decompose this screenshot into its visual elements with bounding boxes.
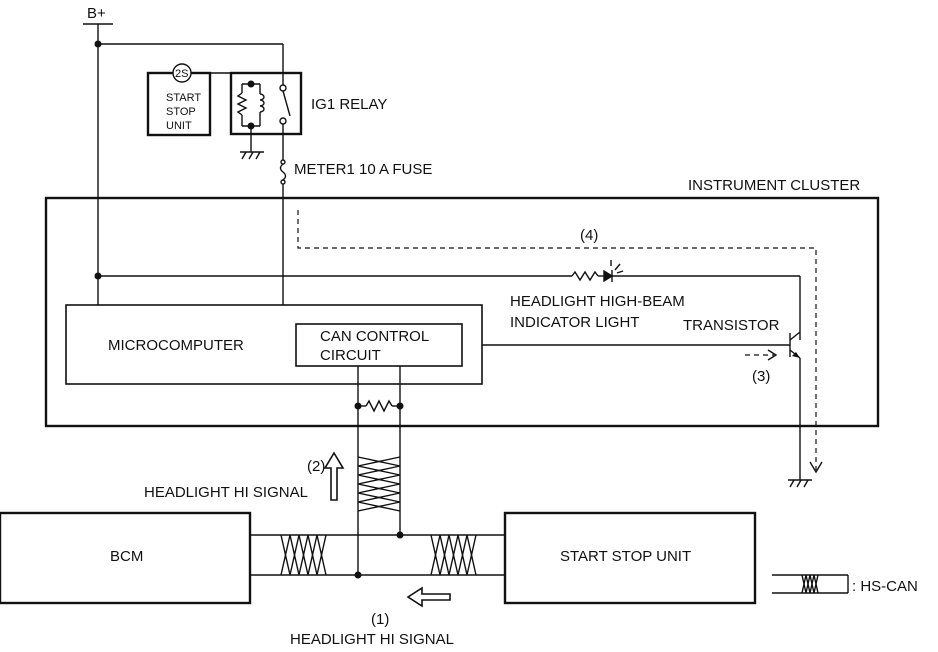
- start-stop-unit-line-1: START: [166, 92, 201, 104]
- signal-arrow-left: (1) HEADLIGHT HI SIGNAL: [290, 586, 454, 648]
- connector-2s-label: 2S: [175, 68, 188, 80]
- step-3-label: (3): [752, 368, 770, 385]
- bcm-module: BCM: [0, 511, 252, 605]
- start-stop-unit-module: START STOP UNIT: [503, 511, 757, 605]
- step-1-label: (1): [371, 611, 389, 628]
- transistor-ground-symbol: [788, 479, 812, 488]
- ig1-relay-label: IG1 RELAY: [311, 96, 387, 113]
- start-stop-unit-line-3: UNIT: [166, 120, 192, 132]
- indicator-light-line-1: HEADLIGHT HIGH-BEAM: [510, 293, 685, 310]
- can-control-line-2: CIRCUIT: [320, 347, 381, 364]
- hs-can-legend-label: : HS-CAN: [852, 578, 918, 595]
- hs-can-legend: : HS-CAN: [772, 574, 918, 595]
- indicator-light-line-2: INDICATOR LIGHT: [510, 314, 639, 331]
- microcomputer-label: MICROCOMPUTER: [108, 337, 244, 354]
- step-2-label: (2): [307, 458, 325, 475]
- b-plus-label: B+: [87, 5, 106, 22]
- transistor-label: TRANSISTOR: [683, 317, 780, 334]
- relay-ground-symbol: [240, 126, 264, 160]
- current-path-4: (4): [297, 210, 823, 474]
- microcomputer: MICROCOMPUTER: [65, 304, 483, 385]
- b-plus-wires: [94, 24, 283, 305]
- can-twisted-pair-vertical: [357, 456, 401, 512]
- current-path-3: (3): [745, 349, 778, 385]
- can-control-circuit: CAN CONTROL CIRCUIT: [295, 323, 463, 367]
- can-terminating-resistor: [354, 366, 404, 575]
- start-stop-unit-small: 2S START STOP UNIT: [146, 63, 212, 137]
- meter1-fuse-label: METER1 10 A FUSE: [294, 161, 432, 178]
- signal-arrow-up: (2) HEADLIGHT HI SIGNAL: [144, 451, 345, 501]
- meter1-fuse: METER1 10 A FUSE: [279, 124, 432, 305]
- instrument-cluster: INSTRUMENT CLUSTER: [44, 177, 880, 428]
- bcm-label: BCM: [110, 548, 143, 565]
- instrument-cluster-label: INSTRUMENT CLUSTER: [688, 177, 860, 194]
- start-stop-unit-line-2: STOP: [166, 106, 196, 118]
- headlight-hi-signal-2-label: HEADLIGHT HI SIGNAL: [144, 484, 308, 501]
- start-stop-unit-label: START STOP UNIT: [560, 548, 691, 565]
- b-plus-terminal: B+: [83, 5, 113, 25]
- can-control-line-1: CAN CONTROL: [320, 328, 429, 345]
- step-4-label: (4): [580, 227, 598, 244]
- transistor: TRANSISTOR: [482, 317, 801, 480]
- hs-can-bus: [250, 531, 505, 579]
- ig1-relay: IG1 RELAY: [229, 71, 387, 136]
- headlight-hi-signal-1-label: HEADLIGHT HI SIGNAL: [290, 631, 454, 648]
- indicator-light-circuit: HEADLIGHT HIGH-BEAM INDICATOR LIGHT: [98, 260, 801, 340]
